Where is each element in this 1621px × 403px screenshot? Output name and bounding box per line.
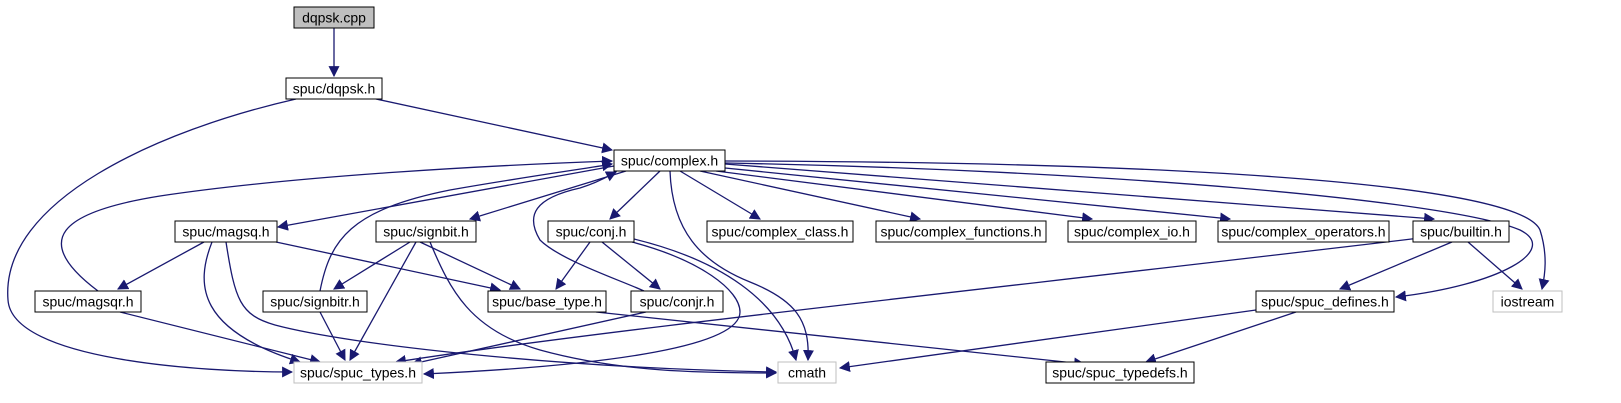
node-magsq-h[interactable]: spuc/magsq.h [174,220,278,243]
include-edge-conj-h-to-conjr-h [601,241,661,290]
include-edge-conjr-h-to-complex-h [532,171,645,292]
include-edge-complex-h-to-complex-class-h [679,170,761,220]
node-box-magsq-h [174,220,278,243]
node-label-complex-operators-h: spuc/complex_operators.h [1221,224,1385,240]
node-box-complex-io-h [1067,220,1197,243]
include-edge-complex-h-to-signbit-h [468,170,627,222]
include-edge-magsqr-h-to-complex-h [60,155,614,292]
node-label-conj-h: spuc/conj.h [556,224,627,240]
include-edge-signbit-h-to-spuc-types-h [349,241,417,361]
node-label-spuc-typedefs-h: spuc/spuc_typedefs.h [1052,365,1187,381]
node-conj-h[interactable]: spuc/conj.h [547,220,635,243]
node-label-spuc-defines-h: spuc/spuc_defines.h [1261,294,1389,310]
node-box-dqpsk-h [285,77,383,100]
node-box-spuc-typedefs-h [1045,361,1195,384]
include-edge-base-type-h-to-spuc-typedefs-h [595,311,1086,369]
include-edge-builtin-h-to-spuc-defines-h [1338,241,1453,291]
node-label-spuc-types-h: spuc/spuc_types.h [300,365,416,381]
include-edge-complex-h-to-complex-functions-h [699,170,922,223]
node-box-complex-functions-h [875,220,1047,243]
node-cmath[interactable]: cmath [777,361,837,384]
include-edge-complex-h-to-builtin-h [724,163,1436,224]
edges-layer [7,28,1550,380]
include-edge-magsqr-h-to-spuc-types-h [119,311,322,365]
node-spuc-defines-h[interactable]: spuc/spuc_defines.h [1255,290,1395,313]
include-edge-signbitr-h-to-spuc-types-h [319,311,346,361]
node-label-magsq-h: spuc/magsq.h [182,224,269,240]
node-box-complex-operators-h [1217,220,1390,243]
include-edge-complex-h-to-conj-h [609,170,661,220]
node-box-cmath [777,361,837,384]
node-dqpsk-h[interactable]: spuc/dqpsk.h [285,77,383,100]
include-edge-complex-h-to-complex-io-h [715,170,1094,224]
node-label-magsqr-h: spuc/magsqr.h [42,294,133,310]
include-edge-signbit-h-to-signbitr-h [333,241,411,290]
node-complex-h[interactable]: spuc/complex.h [613,149,726,172]
node-label-cmath: cmath [788,365,826,381]
node-builtin-h[interactable]: spuc/builtin.h [1412,220,1510,243]
nodes-layer: dqpsk.cpp spuc/dqpsk.h spuc/complex.h spuc/… [34,6,1563,384]
include-edge-dqpsk-h-to-spuc-types-h [7,98,297,378]
include-edge-signbitr-h-to-complex-h [319,160,614,292]
node-box-base-type-h [487,290,607,313]
node-complex-operators-h[interactable]: spuc/complex_operators.h [1217,220,1390,243]
node-label-signbitr-h: spuc/signbitr.h [270,294,360,310]
node-iostream[interactable]: iostream [1492,290,1563,313]
node-dqpsk-cpp[interactable]: dqpsk.cpp [293,6,375,29]
node-label-complex-h: spuc/complex.h [621,153,718,169]
node-label-conjr-h: spuc/conjr.h [640,294,715,310]
node-label-complex-io-h: spuc/complex_io.h [1074,224,1190,240]
node-complex-io-h[interactable]: spuc/complex_io.h [1067,220,1197,243]
node-box-conj-h [547,220,635,243]
include-edge-conj-h-to-base-type-h [555,241,591,290]
include-edge-complex-h-to-iostream [724,160,1550,291]
node-spuc-typedefs-h[interactable]: spuc/spuc_typedefs.h [1045,361,1195,384]
node-label-signbit-h: spuc/signbit.h [383,224,469,240]
node-base-type-h[interactable]: spuc/base_type.h [487,290,607,313]
include-edge-dqpsk-h-to-complex-h [375,98,614,154]
node-box-iostream [1492,290,1563,313]
include-edge-conj-h-to-cmath [633,238,799,362]
include-edge-signbit-h-to-cmath [429,241,778,379]
include-edge-magsq-h-to-base-type-h [275,241,502,294]
node-label-complex-functions-h: spuc/complex_functions.h [880,224,1041,240]
node-label-dqpsk-cpp: dqpsk.cpp [302,10,366,26]
include-edge-magsq-h-to-magsqr-h [117,241,205,290]
node-spuc-types-h[interactable]: spuc/spuc_types.h [293,361,423,384]
include-edge-complex-h-to-spuc-defines-h [724,162,1534,302]
node-signbitr-h[interactable]: spuc/signbitr.h [262,290,368,313]
include-edge-builtin-h-to-iostream [1467,241,1523,290]
include-edge-signbit-h-to-base-type-h [419,241,521,290]
node-complex-functions-h[interactable]: spuc/complex_functions.h [875,220,1047,243]
node-box-complex-class-h [706,220,854,243]
include-edge-conj-h-to-spuc-types-h [422,241,741,380]
include-edge-complex-h-to-complex-operators-h [724,167,1232,224]
node-box-complex-h [613,149,726,172]
node-label-complex-class-h: spuc/complex_class.h [712,224,849,240]
node-box-signbit-h [375,220,477,243]
node-label-iostream: iostream [1501,294,1555,310]
include-edge-complex-h-to-magsq-h [276,165,615,231]
include-edge-spuc-defines-h-to-cmath [838,309,1257,373]
include-edge-builtin-h-to-spuc-types-h [394,237,1421,366]
node-box-conjr-h [630,290,724,313]
node-conjr-h[interactable]: spuc/conjr.h [630,290,724,313]
node-signbit-h[interactable]: spuc/signbit.h [375,220,477,243]
include-edge-conjr-h-to-spuc-types-h [410,311,647,368]
node-box-magsqr-h [34,290,142,313]
node-box-spuc-types-h [293,361,423,384]
node-complex-class-h[interactable]: spuc/complex_class.h [706,220,854,243]
node-label-base-type-h: spuc/base_type.h [492,294,602,310]
include-edge-magsq-h-to-spuc-types-h [203,241,302,365]
node-box-builtin-h [1412,220,1510,243]
node-box-dqpsk-cpp [293,6,375,29]
node-label-builtin-h: spuc/builtin.h [1420,224,1502,240]
node-label-dqpsk-h: spuc/dqpsk.h [293,81,376,97]
include-edge-spuc-defines-h-to-spuc-typedefs-h [1144,311,1297,365]
include-edge-complex-h-to-cmath [669,170,814,362]
node-box-signbitr-h [262,290,368,313]
node-magsqr-h[interactable]: spuc/magsqr.h [34,290,142,313]
node-box-spuc-defines-h [1255,290,1395,313]
